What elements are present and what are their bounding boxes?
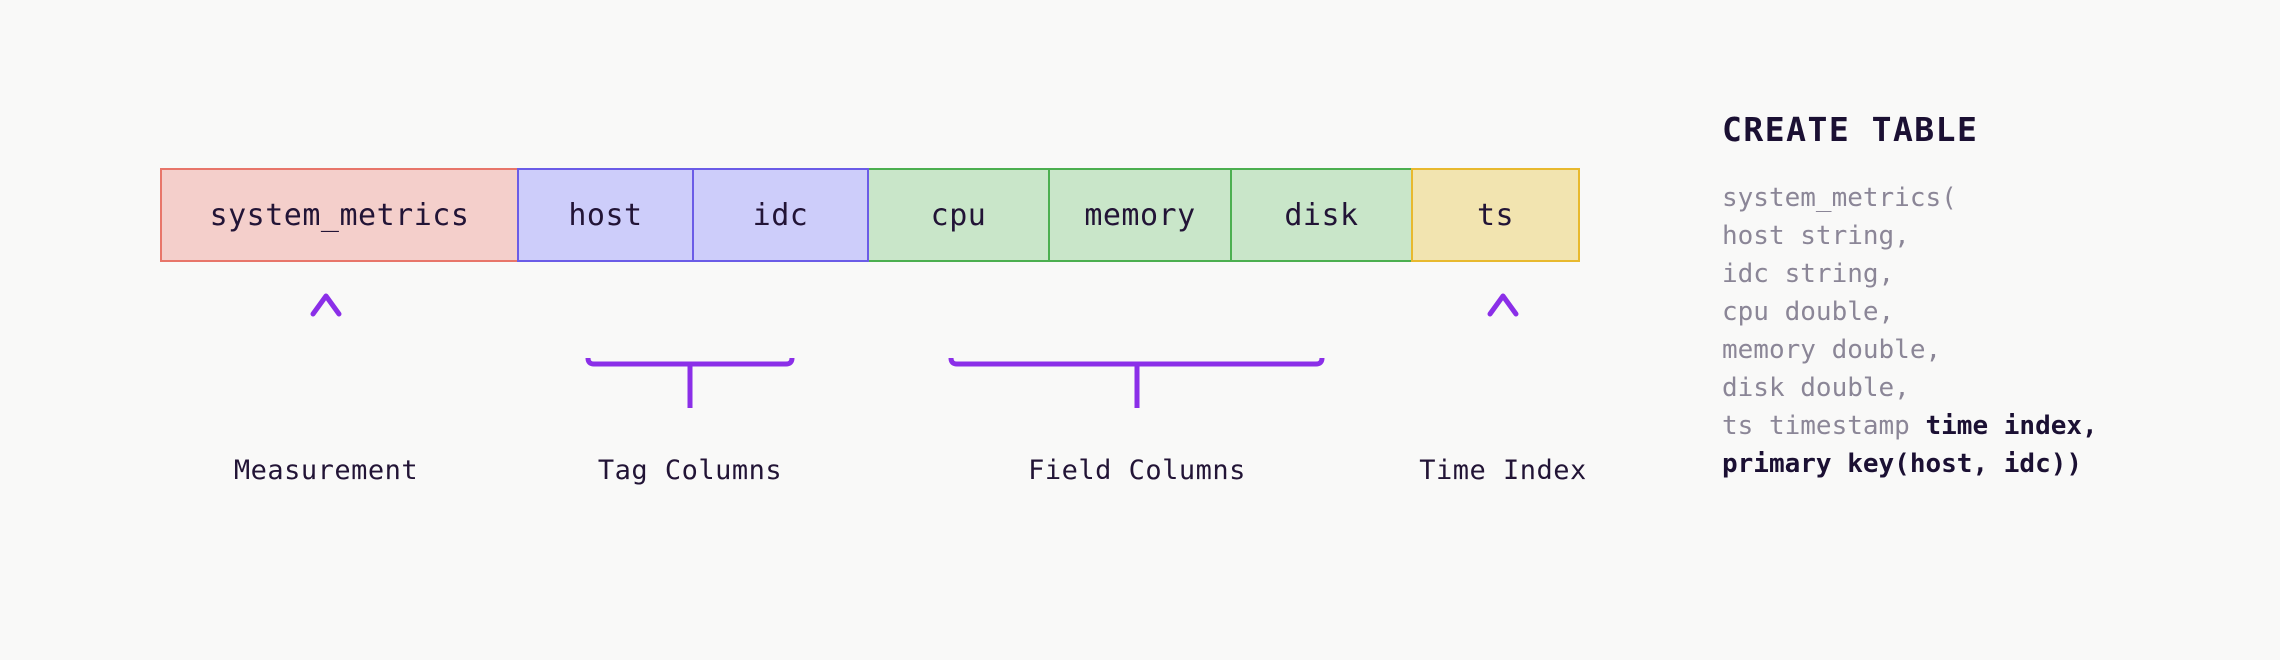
create-table-line: idc string, xyxy=(1722,255,2242,293)
arrow-head-measurement xyxy=(310,293,342,317)
create-table-panel: CREATE TABLE system_metrics(host string,… xyxy=(1722,110,2242,483)
annotation-label-measurement: Measurement xyxy=(233,455,419,486)
bracket-base-tag-columns xyxy=(585,357,795,367)
arrow-head-time-index xyxy=(1487,293,1519,317)
create-table-line: host string, xyxy=(1722,217,2242,255)
sql-text: memory double, xyxy=(1722,335,1942,365)
schema-cell-label: idc xyxy=(752,197,809,233)
create-table-line: ts timestamp time index, xyxy=(1722,407,2242,445)
create-table-line: memory double, xyxy=(1722,331,2242,369)
schema-cell-label: host xyxy=(568,197,643,233)
sql-keyword: primary key(host, idc)) xyxy=(1722,449,2083,479)
schema-cell-label: memory xyxy=(1084,197,1196,233)
schema-cell-disk: disk xyxy=(1230,168,1413,262)
sql-text: system_metrics( xyxy=(1722,183,1957,213)
sql-text: ts timestamp xyxy=(1722,411,1926,441)
schema-cell-label: disk xyxy=(1284,197,1359,233)
annotation-label-field-columns: Field Columns xyxy=(1028,455,1246,486)
annotation-label-tag-columns: Tag Columns xyxy=(597,455,783,486)
schema-cell-system_metrics: system_metrics xyxy=(160,168,519,262)
bracket-base-field-columns xyxy=(948,357,1325,367)
create-table-line: system_metrics( xyxy=(1722,179,2242,217)
create-table-line: cpu double, xyxy=(1722,293,2242,331)
schema-cell-idc: idc xyxy=(692,168,869,262)
schema-cell-memory: memory xyxy=(1048,168,1232,262)
schema-cell-label: ts xyxy=(1476,197,1515,233)
schema-cell-label: cpu xyxy=(930,197,987,233)
create-table-line: disk double, xyxy=(1722,369,2242,407)
annotation-label-time-index: Time Index xyxy=(1419,455,1587,486)
schema-cell-cpu: cpu xyxy=(867,168,1050,262)
sql-text: idc string, xyxy=(1722,259,1895,289)
schema-cell-ts: ts xyxy=(1411,168,1580,262)
schema-cell-host: host xyxy=(517,168,694,262)
sql-text: host string, xyxy=(1722,221,1910,251)
schema-column-strip: system_metrics host idc cpu memory disk ts xyxy=(160,168,1580,262)
sql-text: cpu double, xyxy=(1722,297,1895,327)
sql-keyword: time index, xyxy=(1925,411,2098,441)
create-table-line: primary key(host, idc)) xyxy=(1722,445,2242,483)
schema-cell-label: system_metrics xyxy=(209,197,470,233)
create-table-statement: system_metrics(host string, idc string, cp… xyxy=(1722,179,2242,483)
sql-text: disk double, xyxy=(1722,373,1910,403)
create-table-heading: CREATE TABLE xyxy=(1722,110,1979,149)
